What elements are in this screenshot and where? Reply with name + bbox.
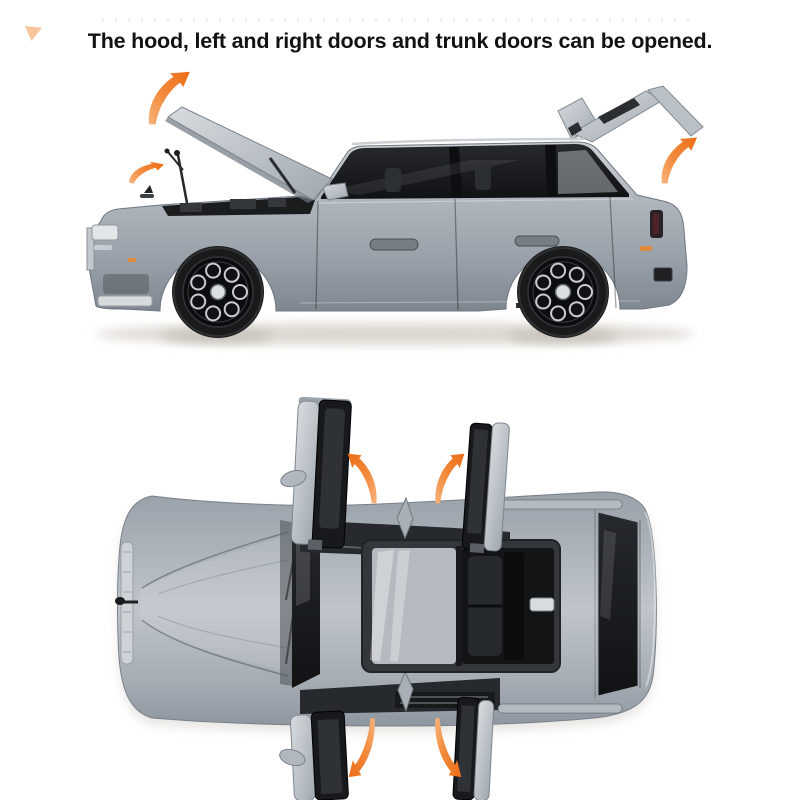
faint-watermark-dots [102,19,698,22]
car-top-view-figure [115,396,657,800]
open-trunk-panels [557,85,704,143]
b-pillar-fin-bottom [397,670,414,713]
open-hood-panel [165,106,333,203]
open-door-rear-left [461,422,510,554]
windshield-top [280,520,320,688]
front-wheel [171,245,265,339]
rear-fascia [640,210,673,282]
door-mirror-front-right [279,748,306,767]
roof-rail-right [497,703,623,714]
interior-seats [468,552,524,660]
trunk-curved-arrow-up-right-icon [661,137,698,184]
rear-wheel [516,245,610,339]
side-windows [321,137,629,199]
open-door-front-left [280,396,352,551]
door-mirror-front-left [280,469,307,488]
open-door-front-right [279,710,349,800]
hood-ornament [140,148,189,204]
engine-bay [162,197,315,216]
rear-left-door-curved-arrow-up-right-icon [435,453,465,504]
side-mirror [321,182,349,201]
hood-top [115,531,290,677]
ground-shadow [95,323,695,345]
sunroof-open [361,539,561,673]
front-left-door-curved-arrow-up-left-icon [347,453,377,504]
rear-window-top [594,510,657,698]
sunroof-chrome-trim [529,597,555,612]
car-side-view-figure [86,71,704,345]
front-fascia [86,224,153,307]
b-pillar-fin-top [396,496,414,540]
headline: The hood, left and right doors and trunk… [87,29,713,53]
roof-rail-left [497,499,623,510]
ornament-small-arrow-right-icon [128,157,165,190]
open-door-rear-right [452,696,495,800]
